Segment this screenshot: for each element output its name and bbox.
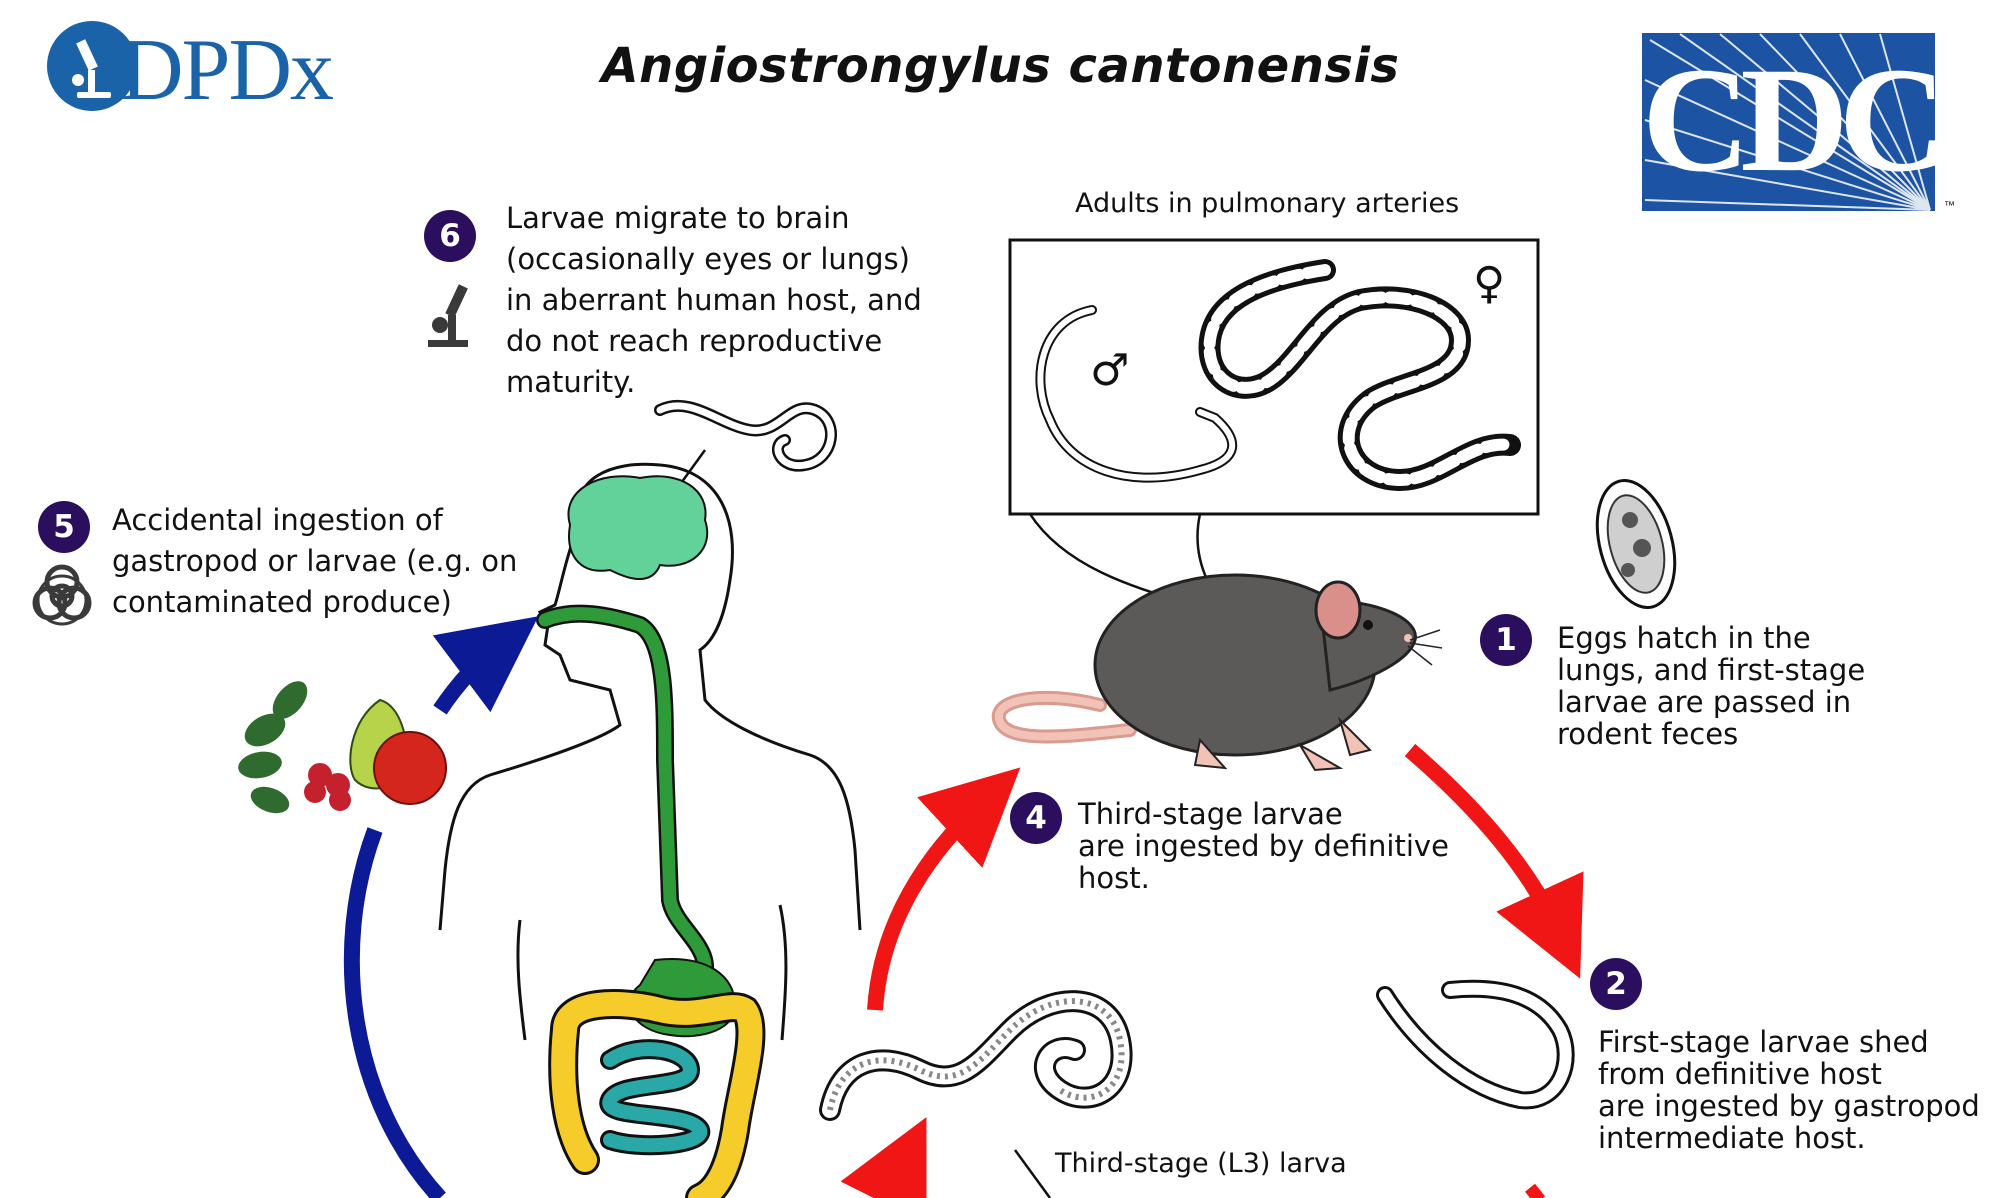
contaminated-produce <box>238 681 447 814</box>
step-5-line: Accidental ingestion of <box>112 503 443 537</box>
dpdx-logo-icon <box>47 21 137 111</box>
microscope-icon <box>428 284 468 347</box>
brain <box>567 475 709 581</box>
egg-larva <box>1595 479 1677 609</box>
step-4-line: Third-stage larvae <box>1078 797 1343 831</box>
step-2-text: First-stage larvae shed from definitive … <box>1598 1026 1980 1154</box>
arrow-blue-return <box>343 827 446 1198</box>
dpdx-logo-text: DPDx <box>120 22 334 119</box>
page-title: Angiostrongylus cantonensis <box>601 38 1400 94</box>
step-2-line: intermediate host. <box>1598 1121 1866 1155</box>
adults-box <box>1008 238 1540 516</box>
adults-caption: Adults in pulmonary arteries <box>1075 188 1460 219</box>
arrow-lower-right <box>1525 1183 1545 1198</box>
step-4-line: are ingested by definitive <box>1078 829 1449 863</box>
biohazard-icon <box>32 564 92 626</box>
arrow-lower-left <box>840 1117 927 1198</box>
third-stage-larva <box>819 990 1133 1121</box>
step-6-line: maturity. <box>506 365 636 399</box>
step-2-line: First-stage larvae shed <box>1598 1025 1929 1059</box>
step-2-line: are ingested by gastropod <box>1598 1089 1980 1123</box>
male-symbol: ♂ <box>1090 345 1130 396</box>
brain-larva <box>654 399 837 472</box>
cdc-trademark: ™ <box>1944 200 1955 212</box>
step-2-badge: 2 <box>1590 958 1642 1010</box>
l3-pointer-line <box>1013 1149 1052 1198</box>
first-stage-larva <box>1376 979 1575 1110</box>
step-4-line: host. <box>1078 861 1150 895</box>
cdc-logo-text: CDC <box>1642 37 1947 203</box>
cdc-logo-stripes <box>1642 33 1935 211</box>
step-1-line: lungs, and first-stage <box>1557 653 1866 687</box>
female-symbol: ♀ <box>1473 258 1506 309</box>
step-1-badge: 1 <box>1480 614 1532 666</box>
step-1-line: rodent feces <box>1557 717 1739 751</box>
digestive-tract <box>538 607 712 1015</box>
step-6-line: (occasionally eyes or lungs) <box>506 242 910 276</box>
step-1-text: Eggs hatch in the lungs, and first-stage… <box>1557 622 1865 750</box>
rat-definitive-host <box>991 573 1443 772</box>
arrow-to-human <box>432 616 539 715</box>
colon <box>551 992 763 1198</box>
step-6-line: Larvae migrate to brain <box>506 201 850 235</box>
arrow-3-to-4 <box>867 767 1021 1011</box>
step-5-line: contaminated produce) <box>112 585 452 619</box>
step-2-line: from definitive host <box>1598 1057 1882 1091</box>
step-5-badge: 5 <box>38 501 90 553</box>
small-intestine <box>602 1042 707 1153</box>
step-4-text: Third-stage larvae are ingested by defin… <box>1078 798 1449 894</box>
l3-caption: Third-stage (L3) larva <box>1055 1148 1347 1179</box>
step-5-text: Accidental ingestion of gastropod or lar… <box>112 500 517 623</box>
human-host <box>438 462 862 931</box>
step-5-line: gastropod or larvae (e.g. on <box>112 544 518 578</box>
step-6-badge: 6 <box>424 210 476 262</box>
step-6-text: Larvae migrate to brain (occasionally ey… <box>506 198 922 403</box>
arrow-1-to-2 <box>1404 743 1584 979</box>
step-4-badge: 4 <box>1010 792 1062 844</box>
step-6-line: do not reach reproductive <box>506 324 883 358</box>
step-1-line: Eggs hatch in the <box>1557 621 1811 655</box>
step-6-line: in aberrant human host, and <box>506 283 922 317</box>
step-1-line: larvae are passed in <box>1557 685 1852 719</box>
